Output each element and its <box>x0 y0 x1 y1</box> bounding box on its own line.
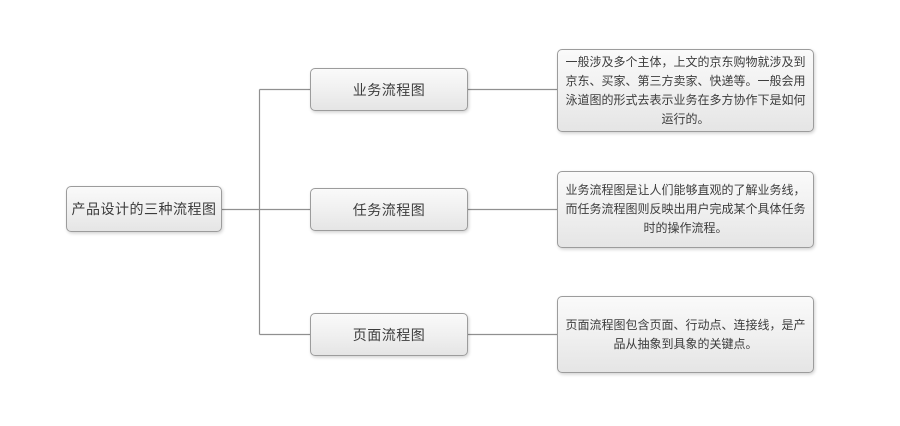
root-node[interactable]: 产品设计的三种流程图 <box>66 186 222 232</box>
description-box-page-flowchart[interactable]: 页面流程图包含页面、行动点、连接线，是产品从抽象到具象的关键点。 <box>557 296 814 373</box>
description-text: 业务流程图是让人们能够直观的了解业务线，而任务流程图则反映出用户完成某个具体任务… <box>565 183 806 235</box>
branch-node-business-flowchart[interactable]: 业务流程图 <box>310 68 468 111</box>
branch-node-label: 任务流程图 <box>352 201 426 218</box>
description-text: 页面流程图包含页面、行动点、连接线，是产品从抽象到具象的关键点。 <box>565 317 806 351</box>
branch-node-label: 业务流程图 <box>352 81 426 98</box>
description-box-task-flowchart[interactable]: 业务流程图是让人们能够直观的了解业务线，而任务流程图则反映出用户完成某个具体任务… <box>557 171 814 248</box>
root-node-label: 产品设计的三种流程图 <box>71 201 217 217</box>
description-text: 一般涉及多个主体，上文的京东购物就涉及到京东、买家、第三方卖家、快递等。一般会用… <box>565 54 806 126</box>
branch-node-page-flowchart[interactable]: 页面流程图 <box>310 313 468 356</box>
branch-node-task-flowchart[interactable]: 任务流程图 <box>310 188 468 231</box>
description-box-business-flowchart[interactable]: 一般涉及多个主体，上文的京东购物就涉及到京东、买家、第三方卖家、快递等。一般会用… <box>557 49 814 132</box>
branch-node-label: 页面流程图 <box>352 326 426 343</box>
